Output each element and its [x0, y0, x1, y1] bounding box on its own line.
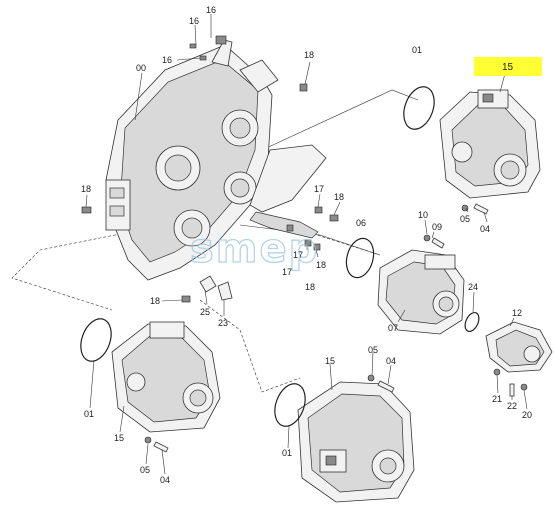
callout-17-bottom[interactable]: 17: [282, 267, 292, 277]
callout-18-bottom[interactable]: 18: [305, 282, 315, 292]
callout-18-left[interactable]: 18: [81, 184, 91, 194]
callout-15-left[interactable]: 15: [114, 433, 124, 443]
callout-leader-lines: [85, 14, 528, 475]
callout-18-lower[interactable]: 18: [316, 260, 326, 270]
housing-hardware: [81, 43, 339, 303]
callout-labels: 16 16 16 18 00 01 18 17 18 06 17 18 17 1…: [81, 5, 532, 485]
callout-04-left[interactable]: 04: [160, 475, 170, 485]
callout-01-left[interactable]: 01: [84, 409, 94, 419]
callout-09[interactable]: 09: [432, 222, 442, 232]
callout-18-housing[interactable]: 18: [150, 296, 160, 306]
callout-21[interactable]: 21: [492, 394, 502, 404]
callout-17-lower[interactable]: 17: [293, 250, 303, 260]
callout-06[interactable]: 06: [356, 218, 366, 228]
o-ring-left: [80, 318, 112, 362]
callout-22[interactable]: 22: [507, 401, 517, 411]
callout-05-top[interactable]: 05: [460, 214, 470, 224]
gearbox-housing: [105, 35, 327, 281]
callout-18-top[interactable]: 18: [304, 50, 314, 60]
callout-16-left[interactable]: 16: [162, 55, 172, 65]
watermark: smep: [190, 226, 319, 272]
callout-16-top[interactable]: 16: [206, 5, 216, 15]
callout-05-left[interactable]: 05: [140, 465, 150, 475]
callout-12[interactable]: 12: [512, 308, 522, 318]
gear-pump-12: [485, 321, 553, 373]
hydraulic-pump-07: [377, 249, 465, 335]
hydraulic-pump-top: [439, 89, 541, 199]
o-ring-lower: [274, 383, 306, 427]
o-ring-24: [464, 311, 480, 333]
o-ring-06: [345, 237, 375, 279]
callout-15-lower[interactable]: 15: [325, 356, 335, 366]
callout-18-right[interactable]: 18: [334, 192, 344, 202]
callout-01-top[interactable]: 01: [412, 45, 422, 55]
callout-17-right[interactable]: 17: [314, 184, 324, 194]
callout-10[interactable]: 10: [418, 210, 428, 220]
callout-00[interactable]: 00: [136, 63, 146, 73]
callout-07[interactable]: 07: [388, 323, 398, 333]
o-ring-top: [403, 86, 435, 130]
callout-23[interactable]: 23: [218, 318, 228, 328]
o-rings: [80, 86, 480, 427]
callout-01-lower[interactable]: 01: [282, 448, 292, 458]
highlight-box-15[interactable]: [474, 57, 542, 76]
bolts-and-washers: [144, 203, 528, 453]
callout-20[interactable]: 20: [522, 410, 532, 420]
callout-04-lower[interactable]: 04: [386, 356, 396, 366]
callout-24[interactable]: 24: [468, 282, 478, 292]
hydraulic-pump-lower-center: [297, 381, 415, 503]
callout-25[interactable]: 25: [200, 307, 210, 317]
callout-04-top[interactable]: 04: [480, 224, 490, 234]
hydraulic-pump-lower-left: [111, 321, 221, 433]
callout-05-lower[interactable]: 05: [368, 345, 378, 355]
highlighted-callout-15[interactable]: 15: [502, 62, 514, 73]
callout-16-mid[interactable]: 16: [189, 16, 199, 26]
